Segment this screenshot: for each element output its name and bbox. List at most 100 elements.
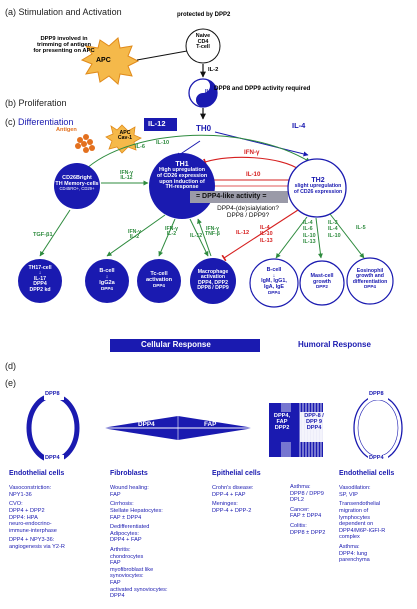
th0-label: TH0 <box>196 124 212 133</box>
mast-cell-circle <box>299 260 345 306</box>
col2-line: FAP <box>110 560 121 567</box>
col5-line: Asthma: <box>339 544 360 550</box>
col5-line: DPP4: lung <box>339 550 368 557</box>
col2-line: Cirrhosis: <box>110 501 134 508</box>
col3-line: DPP-4 + DPP-2 <box>212 508 252 515</box>
col5-line: parenchyma <box>339 557 370 564</box>
tgf-label: TGF-β1 <box>33 232 53 238</box>
col2-line: synoviocytes: <box>110 573 144 580</box>
dpp4-like-bar <box>190 191 288 203</box>
col2-line: Wound healing: <box>110 485 149 492</box>
il12-red-label: IL-12 <box>236 230 250 236</box>
dpp4-label-bg-right <box>368 455 388 464</box>
bcell-igm-circle <box>249 258 299 308</box>
col2-line: DPP4 + FAP <box>110 537 142 544</box>
dpp8-label-bg-left <box>44 391 64 400</box>
col1-line: NPY1-36 <box>9 491 32 498</box>
th0-to-th2-arrow <box>214 131 309 157</box>
sialylation-question: DPP4-(de)sialylation?DPP8 / DPP9? <box>217 205 279 219</box>
col1-line: DPP4: HPA <box>9 514 38 521</box>
col1-line: immune-interphase <box>9 527 57 534</box>
th1-to-tc-arrow <box>158 218 176 257</box>
col5-line: complex <box>339 534 360 541</box>
epithelial-label-bg-2 <box>300 412 328 442</box>
col2-line: activated synoviocytes: <box>110 586 168 593</box>
il4-yang-label: IL-4 <box>205 89 215 95</box>
il12-small-label: IL-12 <box>190 233 203 239</box>
col4-line: Asthma: <box>290 484 311 490</box>
endothelial-ring-left-inner <box>34 401 72 455</box>
right-ring-dpp8: DPP8 <box>369 391 384 397</box>
endothelial-ring-right-inner <box>357 399 399 457</box>
col5-line: lymphocytes <box>339 514 371 521</box>
col2-line: Adipocytes: <box>110 530 139 537</box>
endothelial-lines-left: Vasoconstriction:NPY1-36 CVO:DPP4 + DPP2… <box>9 485 65 550</box>
endothelial-title-right: Endothelial cells <box>339 470 395 477</box>
macrophage-circle <box>190 258 236 304</box>
endothelial-title-left: Endothelial cells <box>9 470 65 477</box>
il10-red-label: IL-10 <box>246 171 261 178</box>
protected-by-dpp2: protected by DPP2 <box>177 12 231 18</box>
left-ring-dpp4: DPP4 <box>45 455 60 461</box>
col1-line: Vasoconstriction: <box>9 485 52 492</box>
th1-to-macro-arrow-2 <box>197 218 212 257</box>
ifng-inhibit-line <box>203 156 301 171</box>
col4-line: DPL2 <box>290 497 304 504</box>
col2-line: FAP <box>110 491 121 498</box>
col1-line: DPP4 + NPY3-36: <box>9 537 55 544</box>
il5-label: IL-5 <box>356 225 366 231</box>
col1-line: angiogenesis via Y2-R <box>9 544 65 550</box>
dpp8-dpp9-required: DPP8 and DPP9 activity required <box>214 85 311 92</box>
col5-line: DPP4/M6P-IGFI-R <box>339 527 386 534</box>
diamond-fap-label: FAP <box>204 421 217 428</box>
th2-inhibit-macro <box>221 209 299 262</box>
section-e-label: (e) <box>5 378 16 388</box>
section-b-label: (b) Proliferation <box>5 98 67 108</box>
th17-cell-circle <box>18 259 62 303</box>
col2-line: Dedifferentiated <box>110 524 150 531</box>
endothelial-col-left: Endothelial cells Vasoconstriction:NPY1-… <box>9 470 65 551</box>
endothelial-ring-right <box>353 395 403 461</box>
th1-to-bcell-arrow <box>106 214 166 257</box>
col5-line: Transendothelial <box>339 501 381 508</box>
endothelial-ring-left <box>26 393 80 463</box>
section-a-label: (a) Stimulation and Activation <box>5 7 122 17</box>
fibroblast-lines: Wound healing:FAP Cirrhosis:Stellate Hep… <box>110 485 168 600</box>
il12-box-label: IL-12 <box>148 119 166 128</box>
th2-cell-circle <box>287 158 347 218</box>
naive-tcell-circle <box>185 28 221 64</box>
apc-star-shape <box>80 37 140 85</box>
humoral-response-label: Humoral Response <box>298 340 371 349</box>
section-c-label: (c) Differentiation <box>5 117 74 127</box>
epithelial-col: Epithelial cells Crohn's disease:DPP-4 +… <box>212 470 261 515</box>
endothelial-col-right: Endothelial cells Vasodilation:SP, VIP T… <box>339 470 394 564</box>
col4-line: DPP8 ± DPP2 <box>290 529 326 536</box>
memory-to-th2-il6 <box>79 134 311 176</box>
col2-line: myofibroblast like <box>110 566 154 573</box>
proliferation-yinyang <box>196 79 217 107</box>
th2-to-bcell-arrow <box>275 216 308 259</box>
dpp4-like-activity: = DPP4-like activity = <box>196 193 267 200</box>
fibroblast-col: Fibroblasts Wound healing:FAP Cirrhosis:… <box>110 470 168 600</box>
il12-yin-label: IL-12 <box>191 89 204 95</box>
il10-green-label: IL-10 <box>156 140 170 146</box>
left-ring-dpp8: DPP8 <box>45 391 60 397</box>
il6-label: IL-6 <box>135 144 145 150</box>
col4-line: Cancer: <box>290 506 310 513</box>
